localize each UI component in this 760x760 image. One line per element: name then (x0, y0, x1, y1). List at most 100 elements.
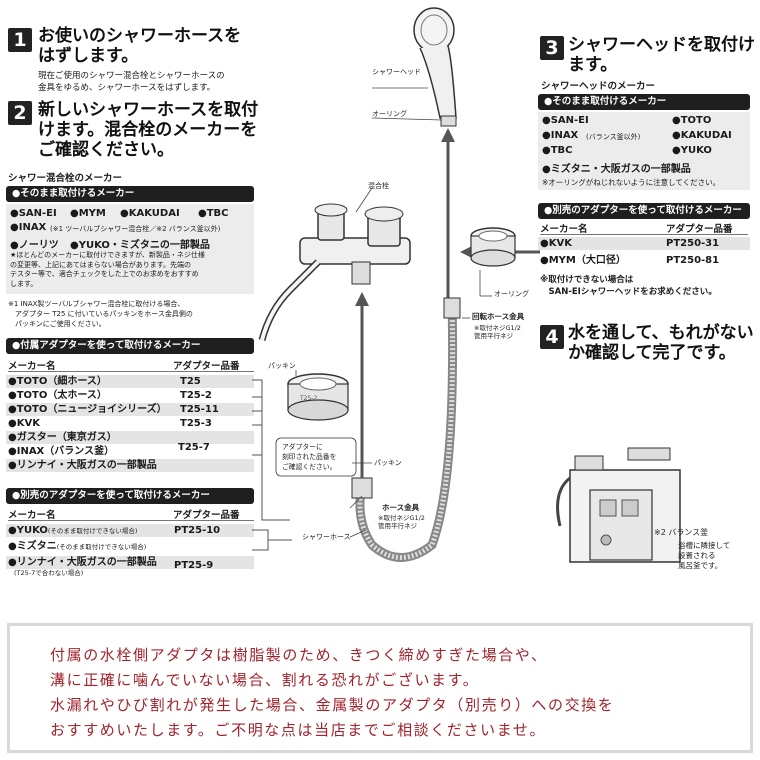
included-row: ●リンナイ・大阪ガスの一部製品 (6, 459, 254, 472)
step1-title: お使いのシャワーホースを はずします。 (38, 26, 242, 66)
head-maker-toto: ●TOTO (672, 115, 712, 126)
step3-direct-box (538, 112, 750, 190)
included-row-maker: ●INAX（バランス釜） (8, 446, 115, 457)
included-row-maker: ●リンナイ・大阪ガスの一部製品 (8, 460, 157, 471)
installation-illustration (252, 7, 681, 563)
maker-tbc: ●TBC (198, 208, 229, 219)
separate-row-maker: ●YUKO (8, 525, 48, 536)
included-row-maker: ●ガスター（東京ガス） (8, 432, 117, 443)
maker-noritz: ●ノーリツ (10, 240, 59, 251)
step2-subheading: シャワー混合栓のメーカー (8, 173, 123, 184)
label-hose-fitting-sub: ※取付ネジG1/2 管用平行ネジ (378, 514, 425, 530)
head-maker-tbc: ●TBC (542, 145, 573, 156)
step2-title: 新しいシャワーホースを取付 けます。混合栓のメーカーを ご確認ください。 (38, 100, 259, 160)
shower-head-drawing (413, 7, 457, 127)
adapter-mark: T25-2 (300, 395, 318, 402)
included-row-part: T25 (180, 376, 201, 387)
head-adapter-drawing (470, 227, 516, 297)
step2-separate-bar: ●別売のアダプターを使って取付けるメーカー (6, 488, 254, 504)
maker-kakudai: ●KAKUDAI (120, 208, 180, 219)
separate-row-maker: ●リンナイ・大阪ガスの一部製品 (8, 557, 157, 568)
included-row: ●TOTO（ニュージョイシリーズ） T25-11 (6, 403, 254, 416)
separate-row: ●リンナイ・大阪ガスの一部製品(T25-7で合わない場合)PT25-9 (6, 556, 254, 577)
maker-inax-note: (※1 ツーバルブシャワー混合栓／※2 バランス釜以外) (50, 225, 221, 233)
step3-direct-bar: ●そのまま取付けるメーカー (538, 94, 750, 110)
step3-subheading: シャワーヘッドのメーカー (541, 81, 656, 92)
step4-title: 水を通して、もれがない か確認して完了です。 (568, 323, 754, 363)
head-col-part: アダプター品番 (666, 224, 733, 235)
notice-line-1: 付属の水栓側アダプタは樹脂製のため、きつく締めすぎた場合や、 (50, 647, 548, 664)
head-maker-inax-note: (バランス釜以外) (586, 133, 641, 141)
label-o-ring-right: オーリング (494, 290, 529, 298)
label-shower-hose: シャワーホース (302, 533, 351, 541)
head-row-mym: ●MYM（大口径） PT250-81 (540, 255, 720, 266)
label-shower-head: シャワーヘッド (372, 68, 421, 76)
head-maker-mizutani: ●ミズタニ・大阪ガスの一部製品 (542, 164, 691, 175)
label-packing-mid: パッキン (374, 459, 402, 467)
step3-cannot-note: ※取付けできない場合は SAN-EIシャワーヘッドをお求めください。 (540, 275, 717, 297)
separate-row-part: PT25-10 (174, 525, 221, 536)
separate-row-maker: ●ミズタニ (8, 541, 57, 552)
head-maker-sanei: ●SAN-EI (542, 115, 589, 126)
included-row-maker: ●TOTO（太ホース） (8, 390, 107, 401)
step1-description: 現在ご使用のシャワー混合栓とシャワーホースの 金具をゆるめ、シャワーホースをはず… (38, 71, 225, 93)
included-row: ●ガスター（東京ガス） (6, 431, 254, 444)
included-row: ●KVK T25-3 (6, 417, 254, 430)
included-col-part: アダプター品番 (173, 361, 240, 372)
step2-direct-bar: ●そのまま取付けるメーカー (6, 186, 254, 202)
maker-mym: ●MYM (70, 208, 106, 219)
separate-row-note: (そのまま取付けできない場合) (56, 543, 147, 551)
separate-row: ●YUKO(そのまま取付けできない場合) PT25-10 (6, 524, 254, 537)
head-row-kvk: ●KVK PT250-31 (538, 237, 750, 250)
step2-direct-note: ★ほとんどのメーカーに取付けできますが、新製品・ネジ仕様 の変更等、上記にあては… (10, 251, 205, 288)
maker-sanei: ●SAN-EI (10, 208, 57, 219)
step3-title: シャワーヘッドを取付け ます。 (568, 35, 755, 75)
included-part-t25-7: T25-7 (178, 442, 210, 453)
included-row-part: T25-11 (180, 404, 219, 415)
notice-line-3: 水漏れやひび割れが発生した場合、金属製のアダプタ（別売り）への交換を (50, 697, 615, 714)
separate-col-part: アダプター品番 (173, 510, 240, 521)
included-row-maker: ●TOTO（細ホース） (8, 376, 107, 387)
step4-number: 4 (540, 325, 564, 349)
head-maker-inax: ●INAX (542, 130, 579, 141)
maker-yuko-mizutani: ●YUKO・ミズタニの一部製品 (70, 240, 210, 251)
mixer-faucet-drawing (258, 187, 411, 341)
head-separate-header: メーカー名 アダプター品番 (540, 221, 748, 235)
separate-row-part: PT25-9 (174, 560, 214, 571)
step2-direct-box (6, 204, 254, 294)
included-row: ●INAX（バランス釜） (6, 445, 254, 458)
included-row: ●TOTO（太ホース） T25-2 (6, 389, 254, 402)
step2-included-bar: ●付属アダプターを使って取付けるメーカー (6, 338, 254, 354)
separate-col-maker: メーカー名 (8, 510, 56, 521)
separate-row: ●ミズタニ(そのまま取付けできない場合) (6, 540, 254, 553)
included-row-maker: ●KVK (8, 418, 40, 429)
balance-bath-drawing (556, 447, 681, 563)
head-maker-yuko: ●YUKO (672, 145, 712, 156)
step2-footnote1: ※1 INAX製ツーバルブシャワー混合栓に取付ける場合、 アダプター T25 に… (8, 300, 193, 328)
faucet-adapter-drawing (287, 370, 349, 421)
caution-notice: 付属の水栓側アダプタは樹脂製のため、きつく締めすぎた場合や、 溝に正確に噛んでい… (7, 623, 753, 753)
step1-number: 1 (8, 28, 32, 52)
included-row-maker: ●TOTO（ニュージョイシリーズ） (8, 404, 167, 415)
head-maker-kakudai: ●KAKUDAI (672, 130, 732, 141)
step3-number: 3 (540, 36, 564, 60)
maker-inax: ●INAX (10, 222, 47, 233)
step2-number: 2 (8, 101, 32, 125)
notice-line-4: おすすめいたします。ご不明な点は当店までご相談くださいませ。 (50, 722, 547, 739)
label-packing-left: パッキン (268, 362, 296, 370)
included-col-maker: メーカー名 (8, 361, 56, 372)
notice-line-2: 溝に正確に噛んでいない場合、割れる恐れがございます。 (50, 672, 480, 689)
label-hose-fitting: ホース金具 (382, 503, 420, 512)
included-row-part: T25-3 (180, 418, 212, 429)
label-balance-desc: 浴槽に隣接して 設置される 風呂釜です。 (678, 541, 731, 570)
label-mixer: 混合栓 (368, 182, 389, 190)
head-col-maker: メーカー名 (540, 224, 588, 235)
included-row-part: T25-2 (180, 390, 212, 401)
separate-row-note: (そのまま取付けできない場合) (47, 527, 138, 535)
label-adapter-note: アダプターに 刻印された品番を ご確認ください。 (282, 443, 337, 471)
label-balance-note: ※2 バランス釜 (654, 528, 709, 537)
label-rotating-fitting-sub: ※取付ネジG1/2 管用平行ネジ (474, 324, 521, 340)
step3-separate-bar: ●別売のアダプターを使って取付けるメーカー (538, 203, 750, 219)
label-rotating-fitting: 回転ホース金具 (472, 312, 525, 321)
step3-oring-note: ※オーリングがねじれないように注意してください。 (542, 178, 721, 187)
